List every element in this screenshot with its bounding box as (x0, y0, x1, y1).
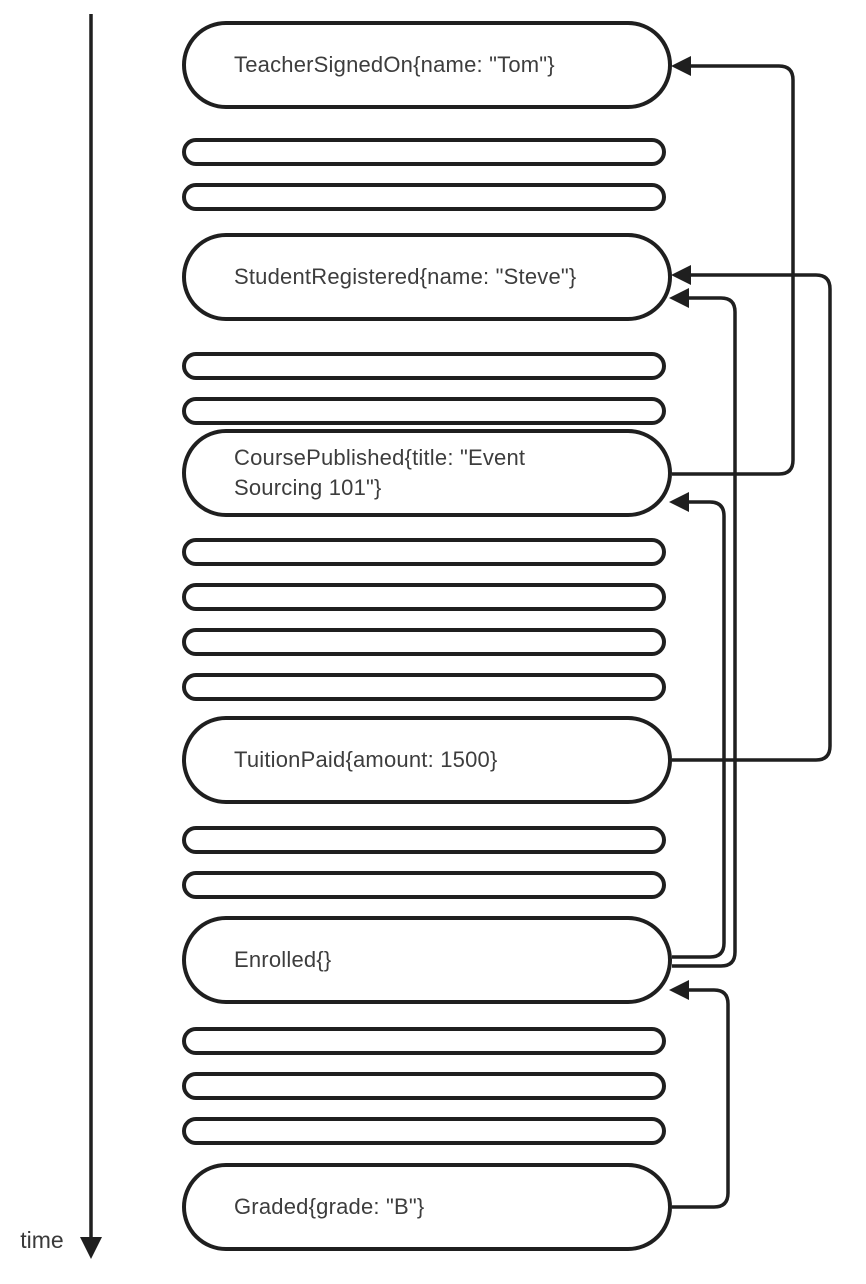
unlabeled-event-pill (182, 673, 666, 701)
unlabeled-event-pill (182, 871, 666, 899)
arrowhead-into-studentregistered-lower-icon (669, 288, 689, 308)
event-label-teachersignedon: TeacherSignedOn{name: "Tom"} (234, 52, 555, 77)
connector-graded-to-enrolled (672, 988, 730, 1209)
time-axis-arrowhead-icon (80, 1237, 102, 1259)
event-pill-tuitionpaid: TuitionPaid{amount: 1500} (182, 716, 672, 804)
arrowhead-into-studentregistered-upper-icon (671, 265, 691, 285)
arrowhead-into-teachersignedon-icon (671, 56, 691, 76)
unlabeled-event-pill (182, 1117, 666, 1145)
event-pill-enrolled: Enrolled{} (182, 916, 672, 1004)
unlabeled-event-pill (182, 826, 666, 854)
arrowhead-into-coursepublished-icon (669, 492, 689, 512)
unlabeled-event-pill (182, 538, 666, 566)
arrowhead-into-enrolled-icon (669, 980, 689, 1000)
connector-enrolled-to-studentregistered (672, 296, 737, 968)
event-pill-coursepublished: CoursePublished{title: "Event Sourcing 1… (182, 429, 672, 517)
unlabeled-event-pill (182, 397, 666, 425)
unlabeled-event-pill (182, 1072, 666, 1100)
event-label-studentregistered: StudentRegistered{name: "Steve"} (234, 264, 577, 289)
connector-enrolled-to-coursepublished (672, 500, 726, 959)
event-pill-teachersignedon: TeacherSignedOn{name: "Tom"} (182, 21, 672, 109)
unlabeled-event-pill (182, 583, 666, 611)
unlabeled-event-pill (182, 352, 666, 380)
event-label-enrolled: Enrolled{} (234, 947, 332, 972)
time-axis-label: time (20, 1227, 64, 1253)
unlabeled-event-pill (182, 183, 666, 211)
connector-coursepublished-to-teachersignedon (672, 64, 795, 476)
unlabeled-event-pill (182, 138, 666, 166)
unlabeled-event-pill (182, 628, 666, 656)
event-pill-studentregistered: StudentRegistered{name: "Steve"} (182, 233, 672, 321)
event-pill-graded: Graded{grade: "B"} (182, 1163, 672, 1251)
event-label-graded: Graded{grade: "B"} (234, 1194, 425, 1219)
connector-tuitionpaid-to-studentregistered (672, 273, 832, 762)
unlabeled-event-pill (182, 1027, 666, 1055)
event-label-coursepublished: CoursePublished{title: "Event Sourcing 1… (234, 445, 526, 500)
event-label-tuitionpaid: TuitionPaid{amount: 1500} (234, 747, 498, 772)
